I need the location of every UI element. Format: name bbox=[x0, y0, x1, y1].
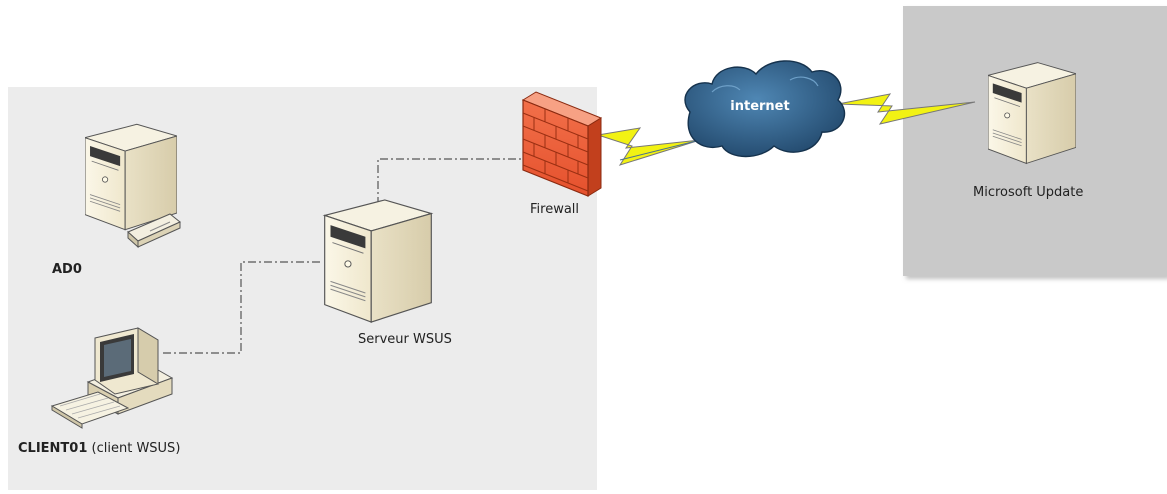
client01-label: CLIENT01 (client WSUS) bbox=[18, 441, 180, 456]
internet-cloud-icon bbox=[684, 60, 846, 158]
firewall-label: Firewall bbox=[530, 202, 580, 217]
client01-name: CLIENT01 bbox=[18, 441, 88, 456]
ad0-server-icon bbox=[85, 123, 181, 249]
connection-client-wsus bbox=[163, 261, 321, 354]
link-firewall-internet bbox=[597, 127, 701, 166]
wsus-server-icon bbox=[324, 199, 432, 323]
ad0-label: AD0 bbox=[52, 262, 82, 277]
wsus-server-label: Serveur WSUS bbox=[358, 332, 452, 347]
microsoft-update-label: Microsoft Update bbox=[973, 185, 1084, 200]
internet-label: internet bbox=[730, 99, 789, 114]
link-internet-microsoft bbox=[837, 93, 976, 125]
firewall-icon bbox=[521, 91, 603, 197]
microsoft-update-server-icon bbox=[988, 62, 1076, 164]
client01-role: (client WSUS) bbox=[91, 441, 181, 456]
client-workstation-icon bbox=[50, 327, 174, 429]
